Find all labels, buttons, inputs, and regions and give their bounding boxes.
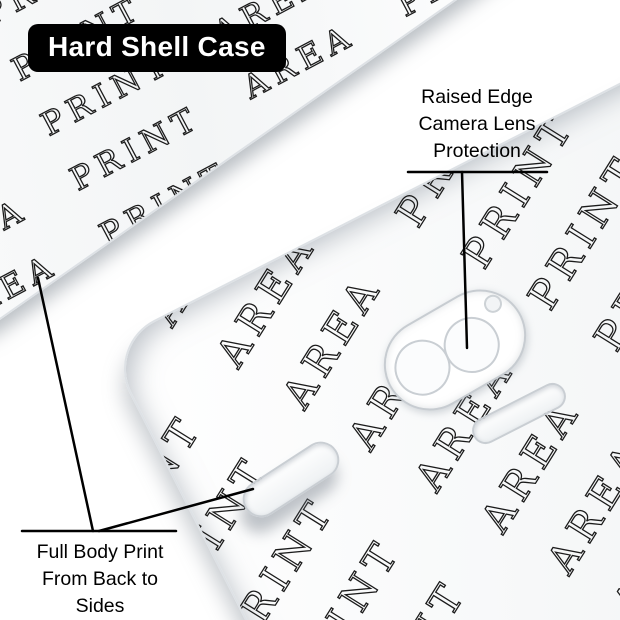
title-badge: Hard Shell Case [28,24,286,72]
fullbody-leader-line-left [36,276,95,533]
callout-full-body-print: Full Body Print From Back to Sides [36,541,164,617]
callout-camera-protection: Raised Edge Camera Lens Protection [418,86,536,162]
camera-flash-hole [480,291,506,317]
badge-label: Hard Shell Case [48,31,266,62]
